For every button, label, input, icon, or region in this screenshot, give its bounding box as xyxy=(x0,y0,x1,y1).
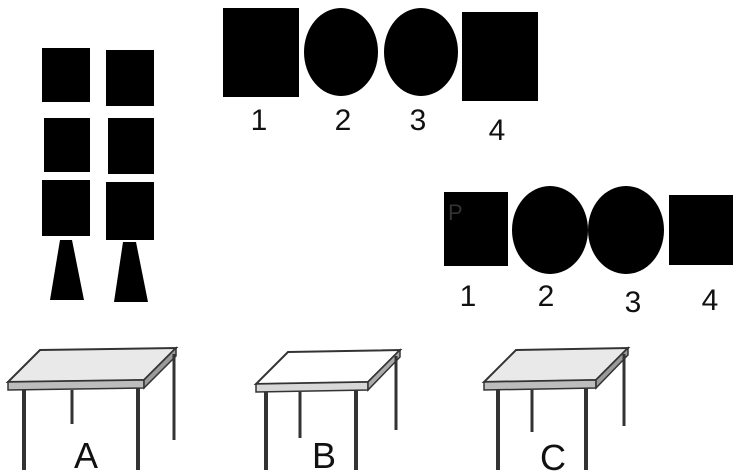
shape-number-label: 1 xyxy=(251,104,268,137)
shape-number-label: 1 xyxy=(460,280,477,313)
stack-base-triangle xyxy=(50,240,84,300)
shape-number-label: 3 xyxy=(625,286,642,319)
shape-row-right: P 1 2 3 4 xyxy=(444,186,733,319)
square-shape xyxy=(669,195,733,265)
table-b: B xyxy=(256,350,400,476)
shape-number-label: 2 xyxy=(538,280,555,313)
block-stack-right xyxy=(106,50,154,302)
stack-block xyxy=(44,118,90,172)
table-c: C xyxy=(484,348,628,476)
shape-number-label: 3 xyxy=(410,104,427,137)
stack-block xyxy=(106,182,154,240)
stack-block xyxy=(106,50,154,106)
square-shape xyxy=(223,8,299,97)
table-label: C xyxy=(540,437,566,476)
table-a: A xyxy=(8,348,176,476)
circle-shape xyxy=(588,186,664,274)
circle-shape xyxy=(304,8,378,96)
shape-number-label: 4 xyxy=(702,284,719,317)
stack-block xyxy=(42,48,90,102)
table-label: A xyxy=(74,435,98,476)
shape-number-label: 2 xyxy=(335,104,352,137)
square-shape xyxy=(462,12,538,101)
stack-block xyxy=(42,180,90,236)
shape-row-top: 1 2 3 4 xyxy=(223,8,538,147)
block-stack-left xyxy=(42,48,90,300)
corner-mark: P xyxy=(448,200,463,225)
table-top-edge xyxy=(8,380,144,390)
shape-number-label: 4 xyxy=(489,114,506,147)
stack-block xyxy=(108,118,154,174)
table-label: B xyxy=(312,435,336,476)
stack-base-triangle xyxy=(114,242,148,302)
table-top-edge xyxy=(484,380,596,390)
circle-shape xyxy=(512,186,588,274)
circle-shape xyxy=(384,8,458,96)
table-top-edge xyxy=(256,382,368,392)
